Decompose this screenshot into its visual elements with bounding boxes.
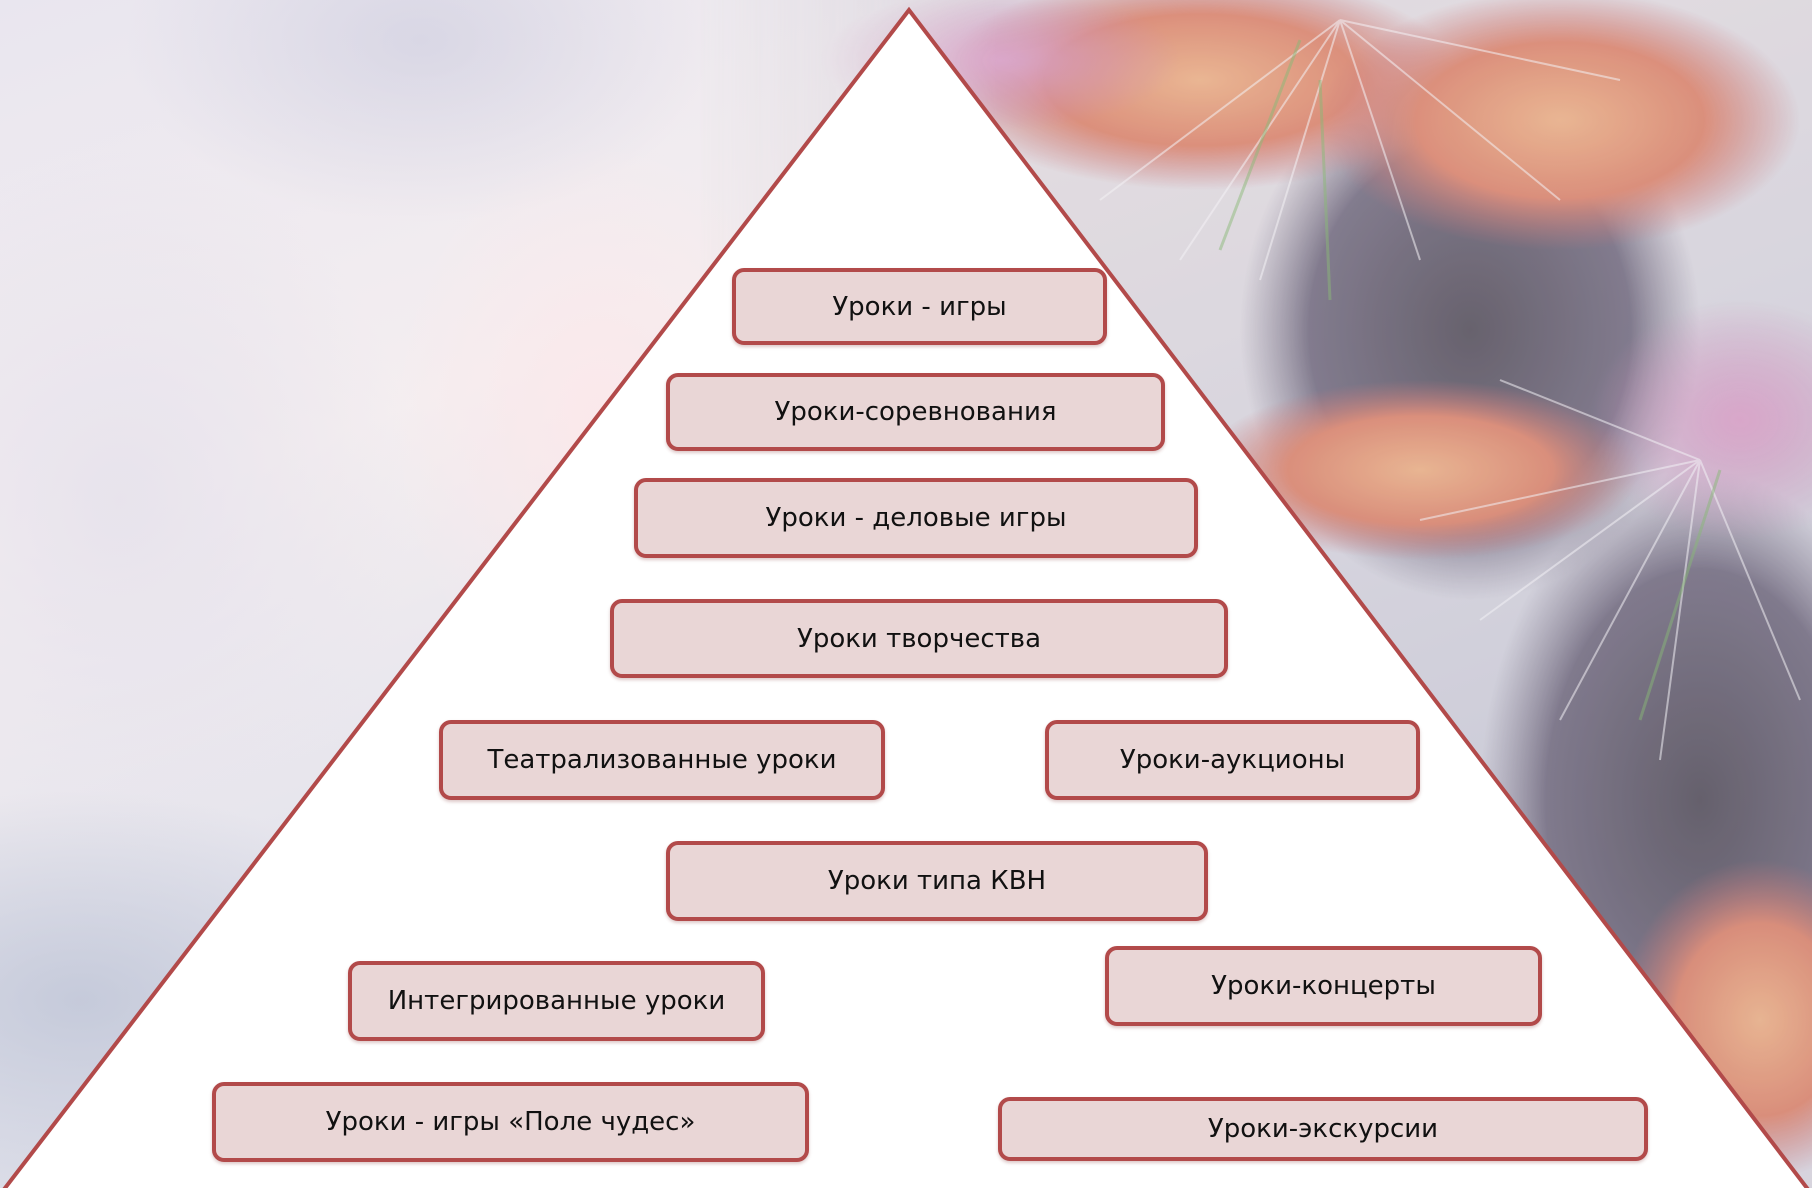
pyramid-item-1: Уроки - игры (732, 268, 1107, 345)
pyramid-item-6: Уроки-аукционы (1045, 720, 1420, 800)
pyramid-item-3: Уроки - деловые игры (634, 478, 1198, 558)
pyramid-item-9: Уроки-концерты (1105, 946, 1542, 1026)
pyramid-item-5: Театрализованные уроки (439, 720, 885, 800)
pyramid-item-8: Интегрированные уроки (348, 961, 765, 1041)
pyramid-item-10: Уроки - игры «Поле чудес» (212, 1082, 809, 1162)
pyramid-item-11: Уроки-экскурсии (998, 1097, 1648, 1161)
pyramid-item-2: Уроки-соревнования (666, 373, 1165, 451)
pyramid-item-7: Уроки типа КВН (666, 841, 1208, 921)
pyramid-item-4: Уроки творчества (610, 599, 1228, 678)
